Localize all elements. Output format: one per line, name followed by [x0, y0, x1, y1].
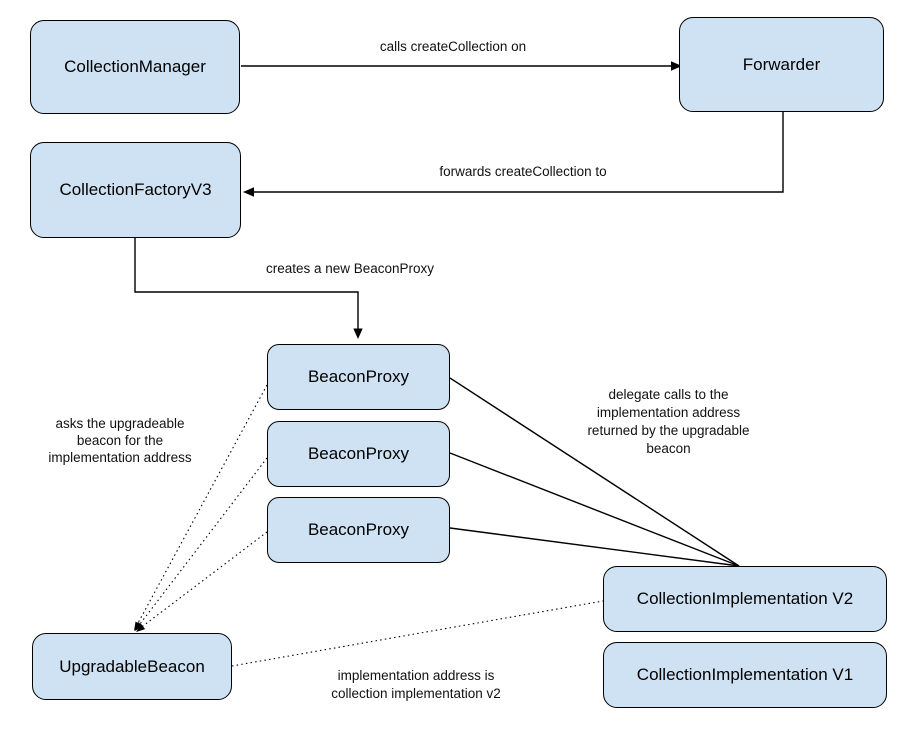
arrowhead-left-icon	[243, 187, 254, 197]
edge-delegate-calls-1	[449, 377, 740, 567]
edge-delegate-calls-2	[449, 452, 740, 567]
edge-label-calls: calls createCollection on	[379, 39, 527, 54]
arrowhead-dotted-2-icon	[135, 621, 143, 631]
node-label: UpgradableBeacon	[59, 656, 205, 676]
arrowhead-dotted-3-icon	[136, 624, 146, 632]
node-collection-implementation-v1: CollectionImplementation V1	[603, 642, 887, 708]
node-upgradable-beacon: UpgradableBeacon	[32, 633, 232, 700]
edge-asks-beacon-3	[142, 531, 268, 627]
node-label: BeaconProxy	[307, 520, 410, 539]
edge-label-asks: asks the upgradeable beacon for the impl…	[48, 416, 192, 465]
edge-delegate-calls-3	[449, 527, 740, 567]
node-beacon-proxy-3: BeaconProxy	[267, 497, 450, 563]
edge-label-forwards: forwards createCollection to	[439, 164, 607, 179]
node-label: CollectionImplementation V2	[636, 589, 854, 608]
edge-label-implementation: implementation address is collection imp…	[331, 668, 501, 701]
edge-asks-beacon-2	[139, 457, 268, 625]
node-label: CollectionManager	[64, 57, 206, 76]
node-beacon-proxy-2: BeaconProxy	[267, 421, 450, 487]
edge-label-delegate: delegate calls to the implementation add…	[587, 387, 750, 456]
node-label: BeaconProxy	[307, 444, 410, 463]
node-label: BeaconProxy	[307, 367, 410, 386]
node-collection-factory-v3: CollectionFactoryV3	[30, 142, 241, 238]
edge-creates-beaconproxy	[134, 238, 359, 329]
edge-implementation-address	[231, 600, 604, 667]
edge-forwards-createcollection	[254, 112, 784, 193]
edge-label-creates: creates a new BeaconProxy	[265, 261, 435, 276]
arrowhead-down-icon	[353, 328, 363, 339]
node-beacon-proxy-1: BeaconProxy	[267, 344, 450, 410]
arrowhead-right-icon	[671, 61, 682, 71]
node-label: Forwarder	[742, 54, 821, 74]
node-label: CollectionImplementation V1	[636, 665, 854, 684]
node-collection-implementation-v2: CollectionImplementation V2	[603, 566, 887, 632]
node-collection-manager: CollectionManager	[30, 20, 240, 114]
node-label: CollectionFactoryV3	[59, 180, 212, 199]
node-forwarder: Forwarder	[679, 17, 884, 112]
